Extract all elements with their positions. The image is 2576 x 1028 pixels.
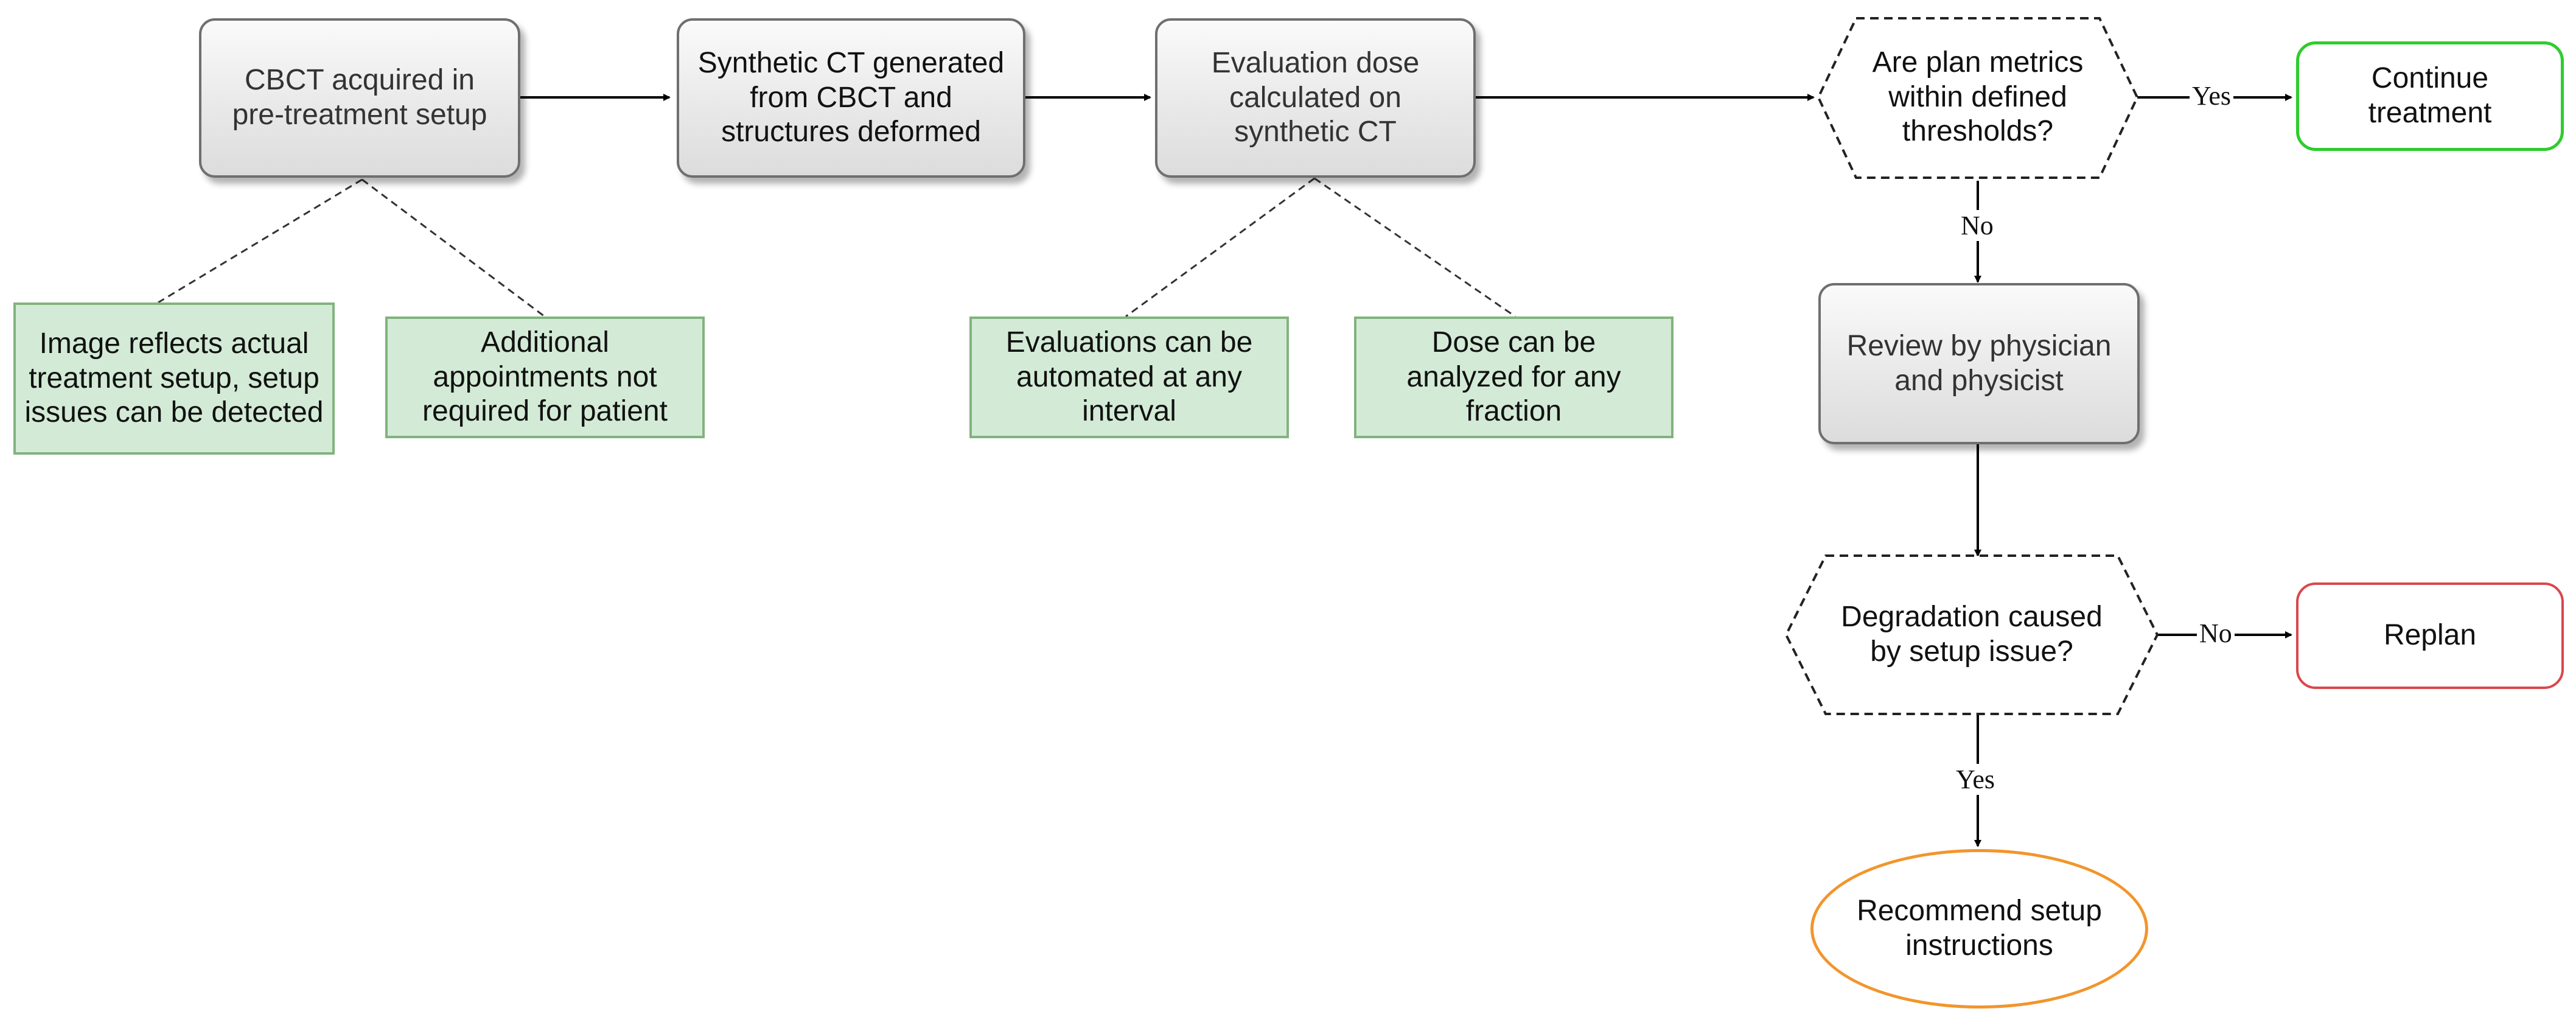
node-recommend-setup-label: Recommend setup instructions (1857, 895, 2102, 962)
note-evaluations-automated-label: Evaluations can be automated at any inte… (1005, 326, 1253, 428)
node-evaluation-dose-label: Evaluation dose calculated on synthetic … (1211, 47, 1420, 149)
decision-setup: Degradation caused by setup issue? (1801, 565, 2142, 705)
dashed-cbct-to-note2 (361, 178, 545, 318)
node-cbct-acquired: CBCT acquired in pre-treatment setup (199, 18, 520, 178)
node-synthetic-ct: Synthetic CT generated from CBCT and str… (677, 18, 1025, 178)
edge-label-yes-recommend: Yes (1953, 764, 1998, 795)
dashed-cbct-to-note1 (158, 178, 363, 304)
node-continue-treatment-label: Continue treatment (2368, 62, 2492, 129)
note-evaluations-automated: Evaluations can be automated at any inte… (969, 316, 1289, 438)
node-replan: Replan (2296, 582, 2564, 689)
edge-label-yes-continue: Yes (2190, 80, 2234, 111)
node-replan-label: Replan (2383, 619, 2477, 652)
decision-setup-label: Degradation caused by setup issue? (1841, 601, 2103, 668)
node-review: Review by physician and physicist (1818, 283, 2140, 444)
node-evaluation-dose: Evaluation dose calculated on synthetic … (1155, 18, 1476, 178)
node-cbct-acquired-label: CBCT acquired in pre-treatment setup (232, 64, 487, 131)
note-dose-analyzed-label: Dose can be analyzed for any fraction (1406, 326, 1621, 428)
decision-setup-shape (1784, 554, 2159, 715)
node-recommend-setup: Recommend setup instructions (1810, 849, 2148, 1009)
note-image-reflects-label: Image reflects actual treatment setup, s… (24, 327, 324, 429)
node-review-label: Review by physician and physicist (1846, 329, 2112, 397)
note-dose-analyzed: Dose can be analyzed for any fraction (1354, 316, 1674, 438)
dashed-eval-to-note3 (1125, 177, 1315, 318)
decision-metrics: Are plan metrics within defined threshol… (1832, 27, 2124, 167)
edge-label-no-review: No (1958, 210, 1996, 241)
note-image-reflects: Image reflects actual treatment setup, s… (13, 302, 335, 455)
note-additional-appointments-label: Additional appointments not required for… (422, 326, 668, 428)
dashed-eval-to-note4 (1314, 177, 1516, 318)
decision-metrics-label: Are plan metrics within defined threshol… (1872, 46, 2084, 148)
decision-metrics-shape (1817, 17, 2139, 179)
edge-label-no-replan: No (2197, 618, 2235, 649)
note-additional-appointments: Additional appointments not required for… (385, 316, 705, 438)
node-synthetic-ct-label: Synthetic CT generated from CBCT and str… (697, 47, 1005, 149)
node-continue-treatment: Continue treatment (2296, 41, 2564, 151)
